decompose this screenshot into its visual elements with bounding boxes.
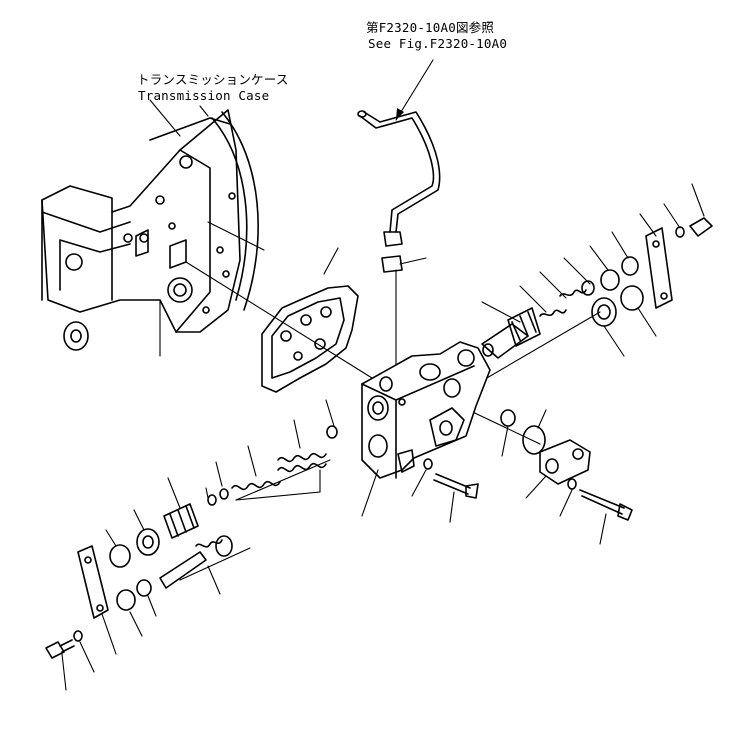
assembly-lines xyxy=(179,221,601,581)
lower-right-components xyxy=(361,409,633,545)
pipe-assembly xyxy=(357,59,441,273)
valve-body xyxy=(361,341,491,479)
washer-case xyxy=(63,321,89,351)
lower-left-components xyxy=(45,399,338,691)
reference-label-jp: 第F2320-10A0図参照 xyxy=(366,20,495,35)
transmission-case-label-jp: トランスミッションケース xyxy=(137,72,289,87)
transmission-case xyxy=(41,109,259,357)
right-components xyxy=(481,183,713,359)
transmission-case-label-en: Transmission Case xyxy=(138,88,270,103)
gasket xyxy=(261,285,359,393)
reference-label-en: See Fig.F2320-10A0 xyxy=(368,36,508,51)
leader-lines xyxy=(149,99,339,275)
